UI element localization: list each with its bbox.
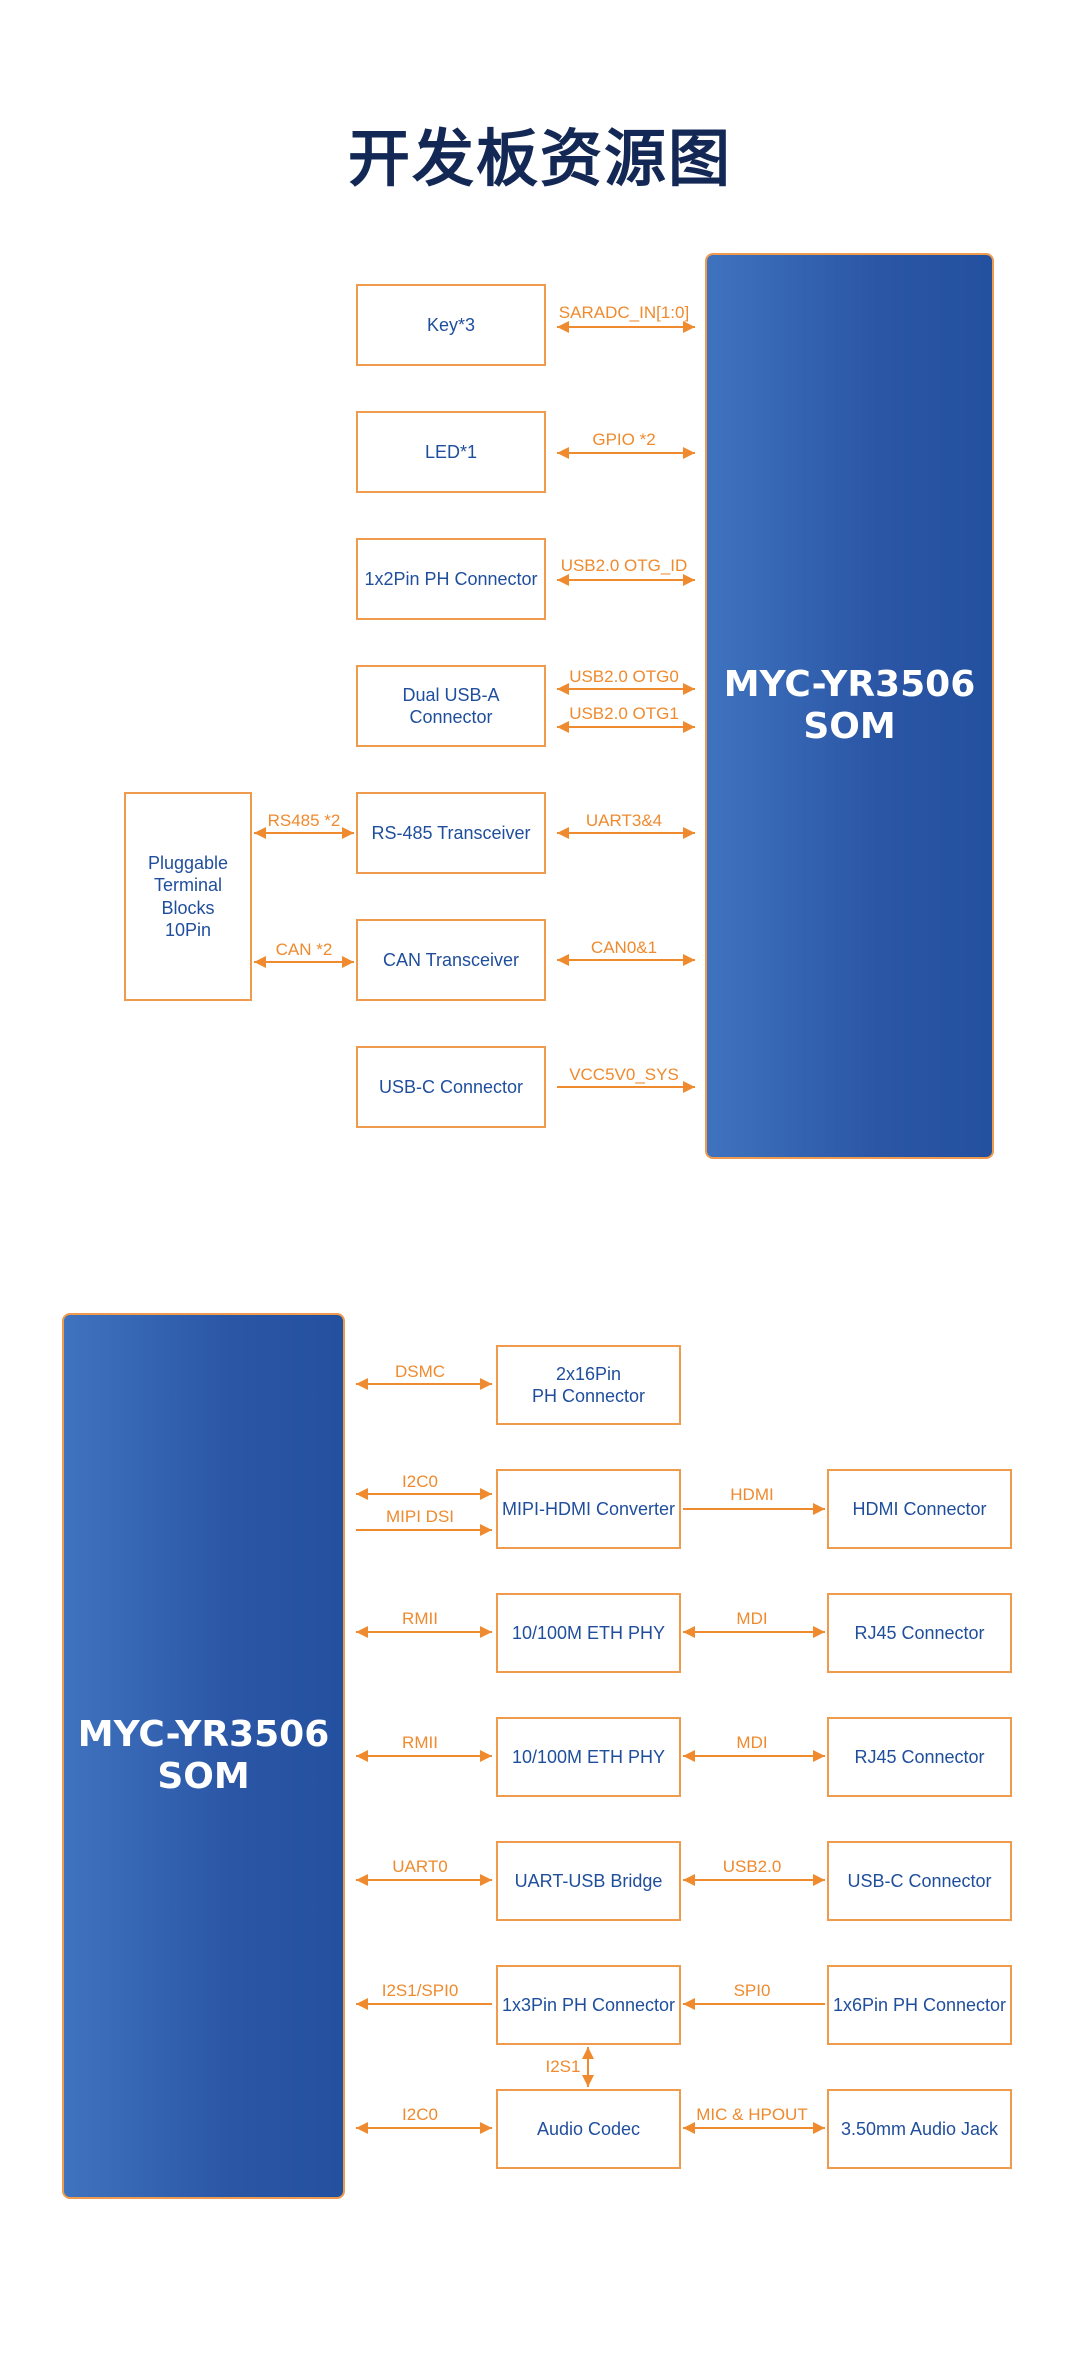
uart-usb-bridge-box: UART-USB Bridge (496, 1841, 681, 1921)
mipi-hdmi-converter-box: MIPI-HDMI Converter (496, 1469, 681, 1549)
eth-phy-box-1: 10/100M ETH PHY (496, 1593, 681, 1673)
label-rs485x2: RS485 *2 (267, 811, 341, 830)
hdmi-connector-box: HDMI Connector (827, 1469, 1012, 1549)
som-module-top: MYC-YR3506 SOM (705, 253, 994, 1159)
usb-c-connector-box-top: USB-C Connector (356, 1046, 546, 1128)
label-i2c0-a: I2C0 (402, 1472, 438, 1491)
label-otg-id: USB2.0 OTG_ID (560, 556, 688, 575)
audio-jack-box: 3.50mm Audio Jack (827, 2089, 1012, 2169)
ph3-connector-box: 1x3Pin PH Connector (496, 1965, 681, 2045)
label-dsmc: DSMC (394, 1362, 446, 1381)
rj45-connector-box-2: RJ45 Connector (827, 1717, 1012, 1797)
som-module-bottom: MYC-YR3506 SOM (62, 1313, 345, 2199)
ph6-connector-box: 1x6Pin PH Connector (827, 1965, 1012, 2045)
label-canx2: CAN *2 (275, 940, 333, 959)
label-spi0: SPI0 (733, 1981, 771, 2000)
label-mic-hpout: MIC & HPOUT (696, 2105, 808, 2124)
label-usb20: USB2.0 (722, 1857, 782, 1876)
label-rmii-2: RMII (402, 1733, 438, 1752)
label-i2s1: I2S1 (545, 2057, 581, 2076)
eth-phy-box-2: 10/100M ETH PHY (496, 1717, 681, 1797)
label-otg0: USB2.0 OTG0 (569, 667, 679, 686)
label-mipi-dsi: MIPI DSI (385, 1507, 455, 1526)
terminal-blocks-box: Pluggable Terminal Blocks 10Pin (124, 792, 252, 1001)
key-box: Key*3 (356, 284, 546, 366)
label-hdmi: HDMI (730, 1485, 774, 1504)
label-i2s1-spi0: I2S1/SPI0 (381, 1981, 459, 2000)
label-rmii-1: RMII (402, 1609, 438, 1628)
label-i2c0-b: I2C0 (402, 2105, 438, 2124)
label-uart0: UART0 (392, 1857, 448, 1876)
audio-codec-box: Audio Codec (496, 2089, 681, 2169)
label-gpio: GPIO *2 (592, 430, 656, 449)
ph16-connector-box: 2x16Pin PH Connector (496, 1345, 681, 1425)
label-vcc: VCC5V0_SYS (569, 1065, 679, 1084)
label-otg1: USB2.0 OTG1 (569, 704, 679, 723)
rj45-connector-box-1: RJ45 Connector (827, 1593, 1012, 1673)
can-transceiver-box: CAN Transceiver (356, 919, 546, 1001)
label-mdi-1: MDI (736, 1609, 768, 1628)
rs485-transceiver-box: RS-485 Transceiver (356, 792, 546, 874)
label-can01: CAN0&1 (590, 938, 658, 957)
ph2-connector-box: 1x2Pin PH Connector (356, 538, 546, 620)
label-uart34: UART3&4 (585, 811, 663, 830)
label-mdi-2: MDI (736, 1733, 768, 1752)
usb-a-connector-box: Dual USB-A Connector (356, 665, 546, 747)
led-box: LED*1 (356, 411, 546, 493)
page-title: 开发板资源图 (347, 122, 732, 195)
label-saradc: SARADC_IN[1:0] (558, 303, 690, 322)
usb-c-connector-box-bottom: USB-C Connector (827, 1841, 1012, 1921)
